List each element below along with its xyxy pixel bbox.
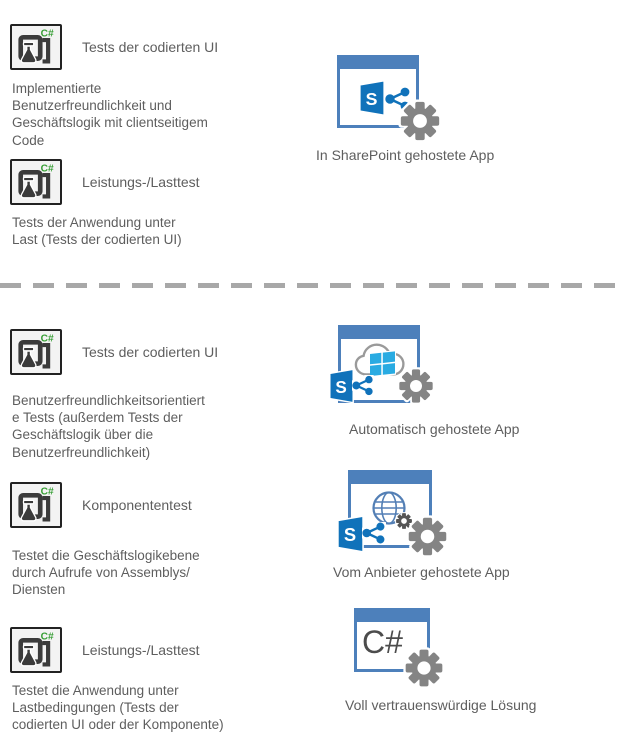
test-label: Leistungs-/Lasttest [82,174,200,190]
window-titlebar [357,611,427,622]
csharp-label: C# [362,624,403,660]
test-description: Tests der Anwendung unter Last (Tests de… [12,215,182,248]
coded-ui-test-icon [10,24,62,70]
test-label: Komponententest [82,497,192,513]
test-description: Implementierte Benutzerfreundlichkeit un… [12,81,208,148]
sharepoint-logo-icon [336,514,365,554]
app-label: Vom Anbieter gehostete App [333,564,510,580]
test-item-load-top: Leistungs-/Lasttest [10,159,200,205]
app-label: In SharePoint gehostete App [316,147,495,163]
test-item-component: Komponententest [10,482,192,528]
test-item-coded-ui-bottom: Tests der codierten UI [10,329,218,375]
sharepoint-logo-icon [328,367,355,405]
window-titlebar [351,473,429,484]
test-item-coded-ui-top: Tests der codierten UI [10,24,218,70]
window-titlebar [341,328,417,339]
provider-hosted-app-icon: Vom Anbieter gehostete App [333,470,533,585]
component-test-icon [10,482,62,528]
share-connector-icon [352,375,374,396]
test-label: Leistungs-/Lasttest [82,642,200,658]
app-label: Voll vertrauenswürdige Lösung [345,697,537,713]
test-item-load-bottom: Leistungs-/Lasttest [10,627,200,673]
dashed-divider [0,283,627,288]
load-test-icon [10,159,62,205]
test-label: Tests der codierten UI [82,344,219,360]
gear-icon [405,514,450,559]
full-trust-solution-icon: C# Voll vertrauenswürdige Lösung [345,608,565,718]
window-titlebar [340,58,416,69]
share-connector-icon [362,522,386,544]
sharepoint-hosted-app-icon: In SharePoint gehostete App [316,55,516,165]
auto-hosted-app-icon: Automatisch gehostete App [328,325,528,440]
gear-icon [397,98,443,144]
test-description: Benutzerfreundlichkeitsorientiert e Test… [12,393,205,460]
test-description: Testet die Geschäftslogikebene durch Auf… [12,548,200,598]
test-description: Testet die Anwendung unter Lastbedingung… [12,683,224,733]
gear-icon [402,646,446,690]
coded-ui-test-icon [10,329,62,375]
app-label: Automatisch gehostete App [349,421,520,437]
sharepoint-logo-icon [358,79,386,117]
test-label: Tests der codierten UI [82,39,219,55]
windows-azure-logo-icon [370,351,396,377]
gear-icon [396,366,436,406]
load-test-icon [10,627,62,673]
